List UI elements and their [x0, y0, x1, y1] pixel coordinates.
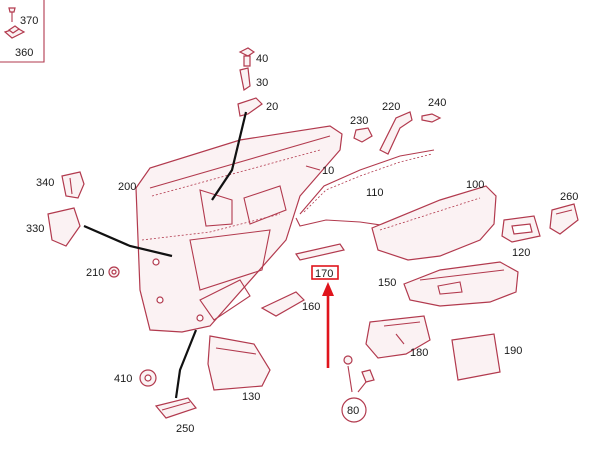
label-180[interactable]: 180: [410, 347, 428, 359]
panel-100[interactable]: [371, 185, 497, 261]
highlight-box-170: [311, 265, 339, 280]
inset-box-370-360: 370 360: [0, 0, 45, 63]
label-220[interactable]: 220: [382, 101, 400, 113]
label-110[interactable]: 110: [366, 187, 384, 199]
screws-80-icon[interactable]: [343, 355, 375, 393]
clip-230-icon[interactable]: [353, 127, 373, 143]
pad-330-icon[interactable]: [47, 207, 81, 247]
label-120[interactable]: 120: [512, 247, 530, 259]
label-370[interactable]: 370: [20, 15, 38, 27]
cover-340-icon[interactable]: [61, 171, 85, 199]
leader-20: [211, 111, 248, 201]
seal-strip-110[interactable]: [295, 149, 435, 227]
label-260[interactable]: 260: [560, 191, 578, 203]
label-250[interactable]: 250: [176, 423, 194, 435]
trim-220-icon[interactable]: [379, 111, 413, 155]
label-230[interactable]: 230: [350, 115, 368, 127]
clip-360-icon[interactable]: [3, 25, 26, 39]
handle-20-icon[interactable]: [237, 97, 263, 117]
label-240[interactable]: 240: [428, 97, 446, 109]
pocket-160[interactable]: [260, 291, 305, 317]
label-100[interactable]: 100: [466, 179, 484, 191]
label-80[interactable]: 80: [347, 405, 359, 417]
label-150[interactable]: 150: [378, 277, 396, 289]
circle-80: [341, 397, 367, 423]
label-340[interactable]: 340: [36, 177, 54, 189]
label-210[interactable]: 210: [86, 267, 104, 279]
bolt-40-icon[interactable]: [238, 47, 256, 67]
cover-130[interactable]: [207, 335, 271, 391]
clip-240-icon[interactable]: [421, 113, 442, 123]
label-30[interactable]: 30: [256, 77, 268, 89]
label-130[interactable]: 130: [242, 391, 260, 403]
label-40[interactable]: 40: [256, 53, 268, 65]
pad-190[interactable]: [451, 333, 501, 381]
bracket-180[interactable]: [365, 315, 431, 359]
label-360[interactable]: 360: [15, 47, 33, 59]
leader-330: [83, 224, 173, 258]
door-frame-10[interactable]: [135, 125, 343, 333]
clip-250-icon[interactable]: [154, 397, 198, 419]
label-170[interactable]: 170: [315, 268, 333, 280]
screw-370-icon[interactable]: [8, 7, 16, 22]
label-160[interactable]: 160: [302, 301, 320, 313]
grommet-410-icon[interactable]: [139, 369, 157, 387]
label-200[interactable]: 200: [118, 181, 136, 193]
highlight-arrow-170: [322, 282, 334, 368]
label-10[interactable]: 10: [322, 165, 334, 177]
handle-120-icon[interactable]: [501, 215, 541, 243]
leader-250: [174, 329, 198, 399]
clip-210-icon[interactable]: [108, 266, 120, 278]
bracket-260-icon[interactable]: [549, 203, 579, 235]
armrest-150[interactable]: [403, 261, 519, 307]
label-330[interactable]: 330: [26, 223, 44, 235]
label-190[interactable]: 190: [504, 345, 522, 357]
label-410[interactable]: 410: [114, 373, 132, 385]
strip-170[interactable]: [295, 243, 345, 261]
label-20[interactable]: 20: [266, 101, 278, 113]
rod-30-icon[interactable]: [239, 67, 251, 91]
